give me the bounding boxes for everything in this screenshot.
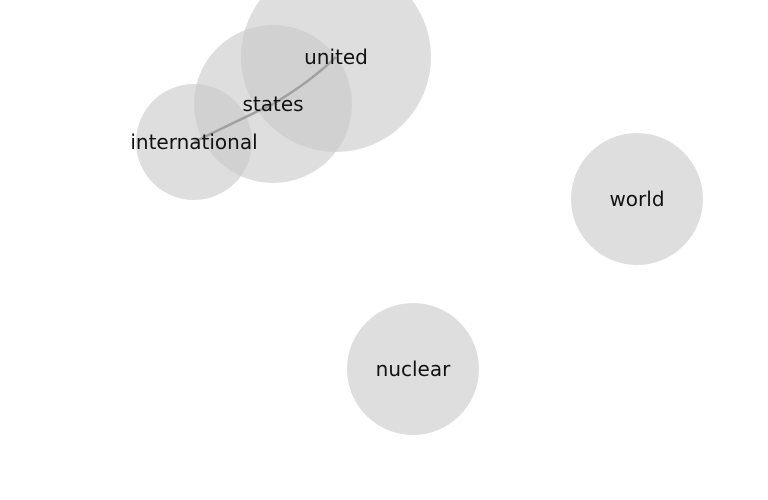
node-circle-nuclear (347, 303, 479, 435)
node-label-states: states (242, 92, 303, 116)
edge-united-states (272, 56, 337, 106)
node-label-world: world (609, 187, 664, 211)
node-label-nuclear: nuclear (376, 357, 451, 381)
node-circle-world (571, 133, 703, 265)
node-label-international: international (130, 130, 257, 154)
node-label-united: united (304, 45, 368, 69)
edges (193, 56, 337, 144)
node-labels: united states international world nuclea… (130, 45, 664, 381)
edge-states-international (193, 102, 274, 144)
node-circles (136, 0, 703, 435)
